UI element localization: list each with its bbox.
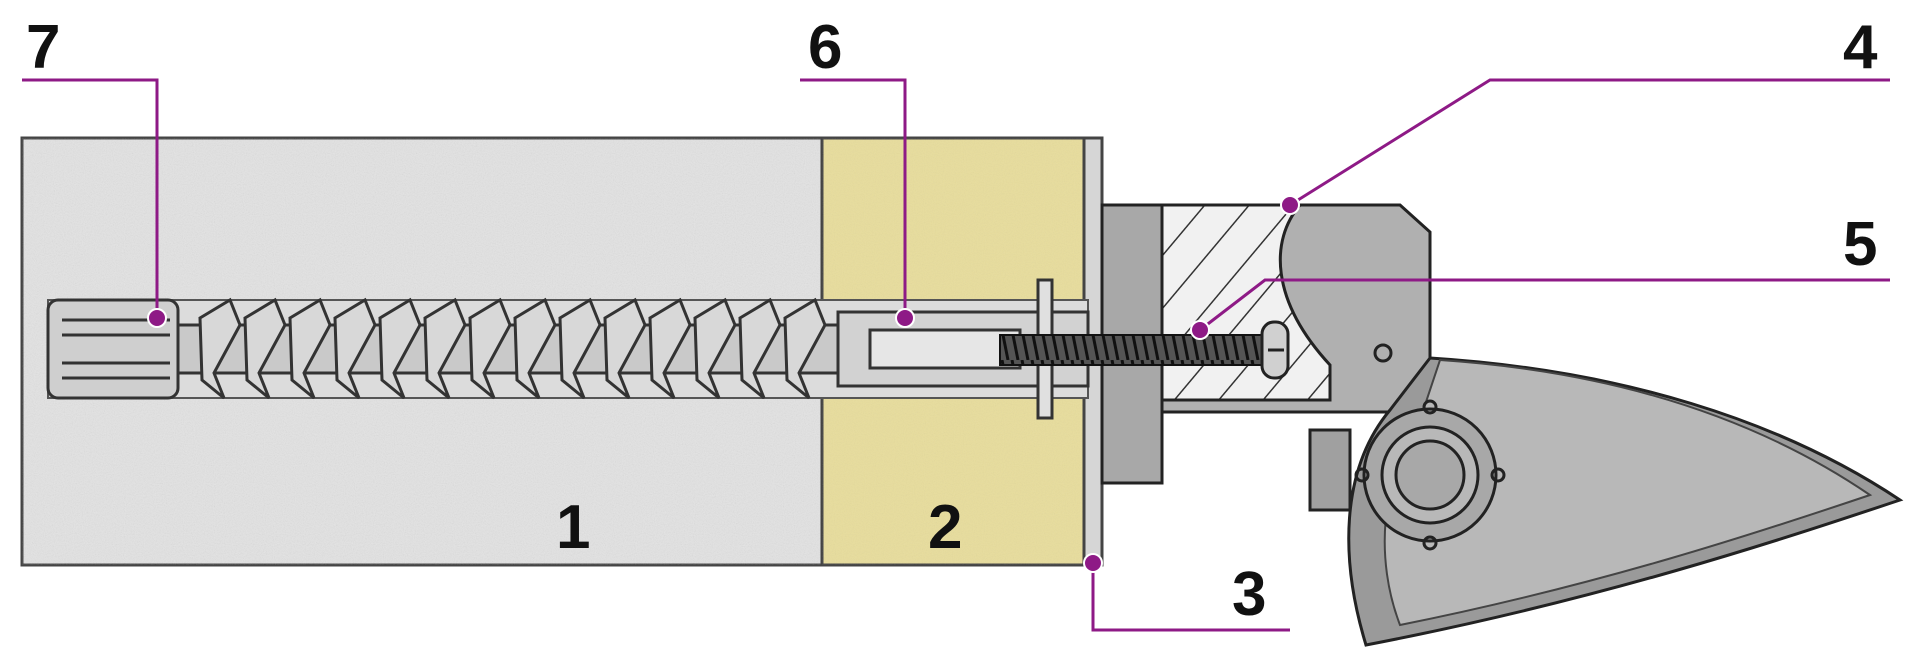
screw-flight <box>693 297 737 400</box>
callout-3: 3 <box>1232 560 1266 629</box>
dowel-anchor <box>46 278 1090 420</box>
callout-5: 5 <box>1843 210 1877 279</box>
leader-dot-3 <box>1083 553 1103 573</box>
leader-dot-4 <box>1280 195 1300 215</box>
callout-7: 7 <box>26 13 60 82</box>
screw-flight <box>198 297 242 400</box>
screw-flight <box>333 297 377 400</box>
screw-flight <box>378 297 422 400</box>
callout-1: 1 <box>556 493 590 562</box>
screw-flight <box>288 297 332 400</box>
screw-flight <box>738 297 782 400</box>
leader-line-6 <box>800 78 907 318</box>
screw-flight <box>468 297 512 400</box>
callout-4: 4 <box>1843 13 1878 82</box>
leader-dot-6 <box>895 308 915 328</box>
screw-flight <box>558 297 602 400</box>
facade-panel-blade <box>1347 356 1904 647</box>
leader-line-5 <box>1199 278 1890 332</box>
screw-flight <box>423 297 467 400</box>
fixing-screw <box>999 320 1290 380</box>
leader-dot-7 <box>147 308 167 328</box>
screw-flight <box>513 297 557 400</box>
screw-flight <box>783 297 827 400</box>
screw-flight <box>603 297 647 400</box>
leader-line-4 <box>1289 78 1890 207</box>
screw-flight <box>243 297 287 400</box>
callout-2: 2 <box>928 493 962 562</box>
leader-line-3 <box>1091 563 1290 632</box>
leader-dot-5 <box>1190 320 1210 340</box>
screw-flight <box>648 297 692 400</box>
callout-6: 6 <box>808 13 842 82</box>
leader-line-7 <box>22 78 159 315</box>
